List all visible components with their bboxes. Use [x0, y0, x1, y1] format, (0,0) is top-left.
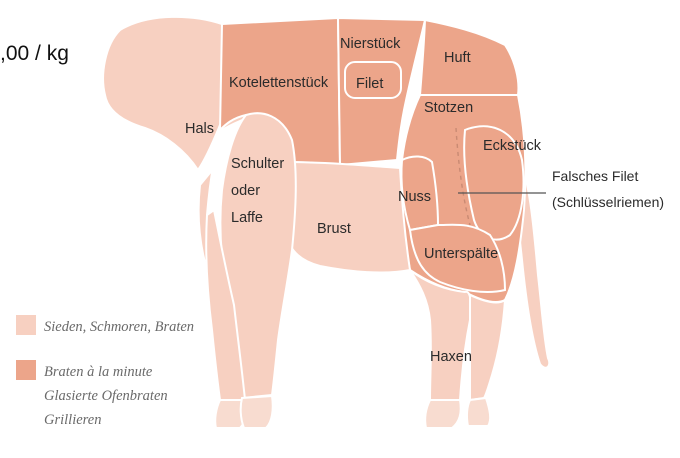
cut-brust — [285, 162, 410, 273]
label-stotzen: Stotzen — [424, 100, 473, 116]
hind-right-hoof — [467, 398, 490, 426]
hind-right-leg — [470, 295, 505, 400]
legend-swatch-light — [16, 315, 36, 335]
legend-label-dark-2: Glasierte Ofenbraten — [44, 388, 168, 404]
label-falsches-filet: Falsches Filet — [552, 168, 638, 184]
label-huft: Huft — [444, 50, 471, 66]
label-filet: Filet — [356, 76, 383, 92]
legend-label-dark-1: Braten à la minute — [44, 364, 153, 380]
legend-label-light: Sieden, Schmoren, Braten — [44, 319, 194, 335]
label-haxen: Haxen — [430, 349, 472, 365]
label-nierstueck: Nierstück — [340, 36, 401, 52]
label-unterspaelte: Unterspälte — [424, 246, 498, 262]
label-schulter-line3: Laffe — [231, 210, 263, 226]
label-nuss: Nuss — [398, 189, 431, 205]
label-schulter-line2: oder — [231, 183, 260, 199]
legend-swatch-dark — [16, 360, 36, 380]
hind-left-hoof — [425, 400, 461, 428]
label-schluesselriemen: (Schlüsselriemen) — [552, 194, 664, 210]
legend-label-dark-3: Grillieren — [44, 412, 101, 428]
head-shape — [103, 17, 222, 170]
label-schulter-line1: Schulter — [231, 156, 284, 172]
front-right-hoof — [241, 396, 273, 428]
label-hals: Hals — [185, 121, 214, 137]
label-eckstueck: Eckstück — [483, 138, 542, 154]
label-kotelettenstueck: Kotelettenstück — [229, 75, 329, 91]
label-brust: Brust — [317, 221, 351, 237]
